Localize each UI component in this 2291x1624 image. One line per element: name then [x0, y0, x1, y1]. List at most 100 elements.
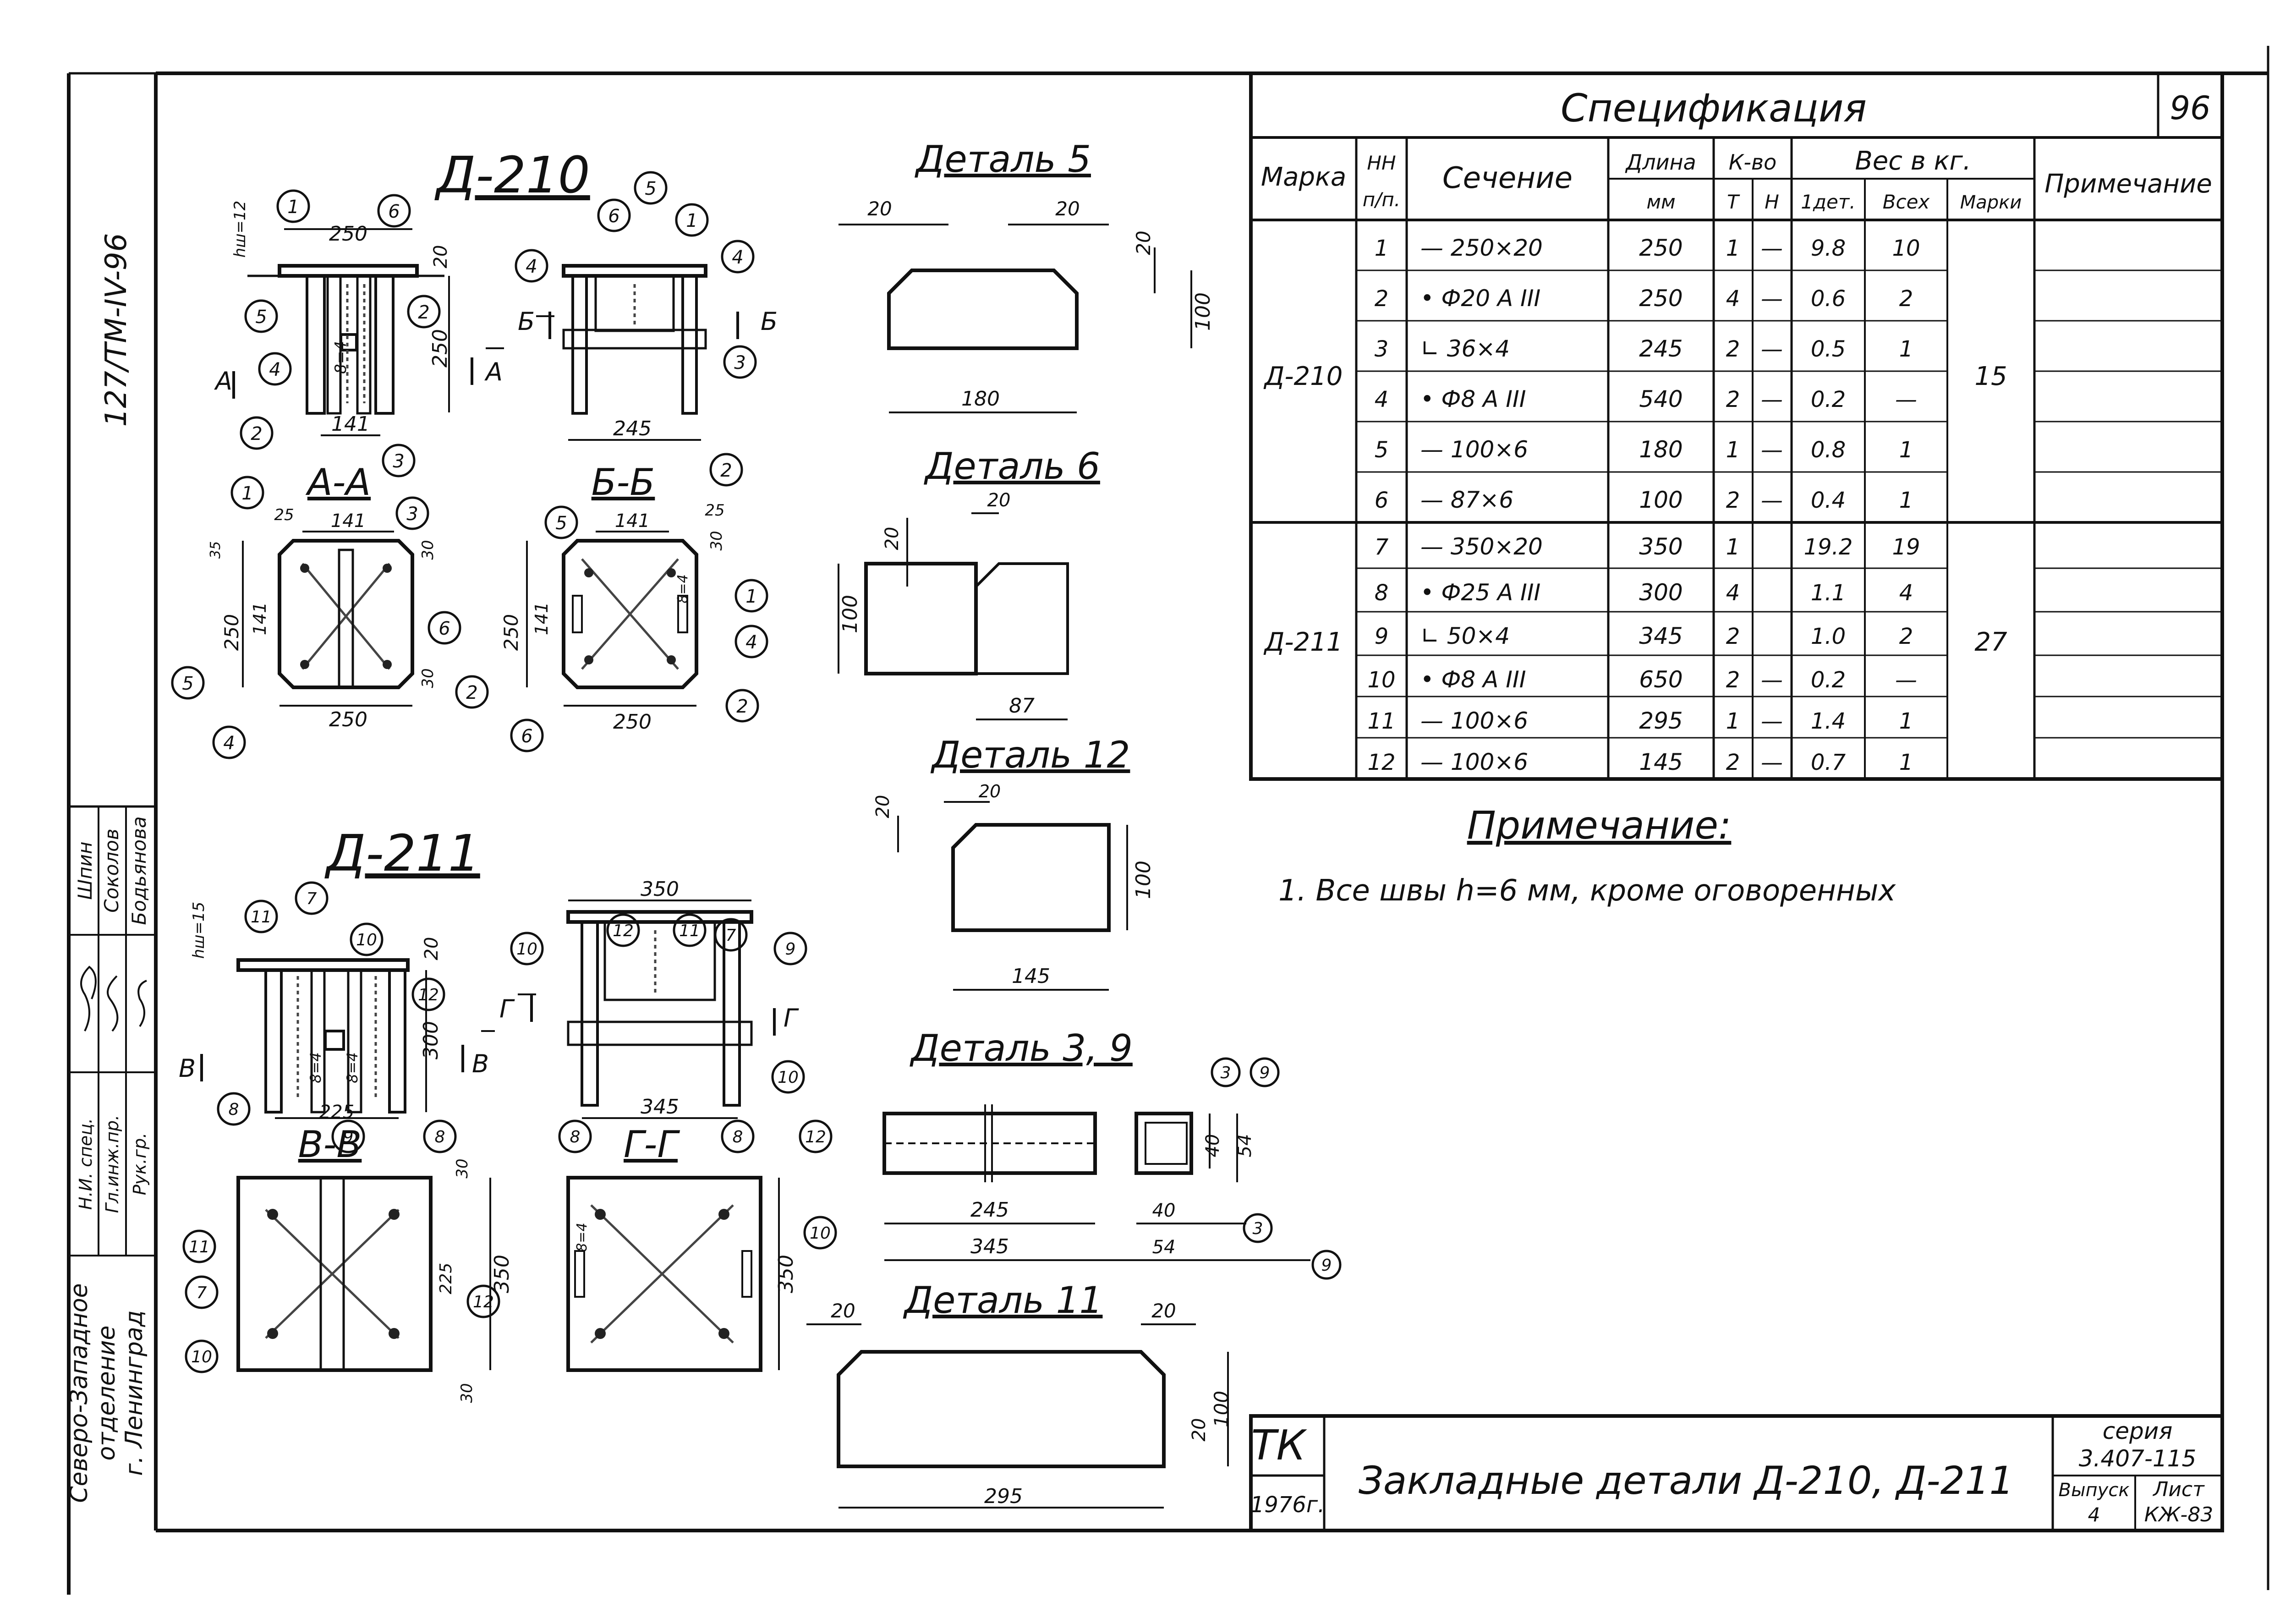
- callout-9: 9: [1260, 1064, 1270, 1082]
- spec-cell-all: 1: [1899, 750, 1913, 775]
- spec-cell-all: —: [1895, 387, 1917, 412]
- callout-4: 4: [526, 256, 537, 277]
- d211-dim-8a: 8=4: [307, 1052, 324, 1083]
- d210-dim-hw: hш=12: [231, 201, 249, 258]
- tb-series: 3.407-115: [2079, 1445, 2197, 1472]
- callout-8: 8: [435, 1128, 445, 1147]
- spec-cell-length: 540: [1639, 386, 1683, 412]
- spec-cell-n: 7: [1375, 534, 1389, 560]
- side-name-3: Бодьянова: [128, 816, 150, 925]
- spec-cell-h: —: [1761, 286, 1783, 312]
- tb-issue-label: Выпуск: [2059, 1480, 2130, 1501]
- spec-cell-t: 4: [1726, 580, 1740, 606]
- detail-11: Деталь 11: [806, 1279, 1229, 1509]
- spec-cell-length: 350: [1639, 533, 1683, 560]
- spec-cell-n: 2: [1375, 286, 1389, 312]
- d211-section-gg: [566, 1176, 780, 1372]
- d210-dim-250-top: 250: [329, 222, 367, 246]
- spec-row-lines: [1356, 269, 2222, 739]
- spec-cell-all: 2: [1899, 286, 1913, 312]
- d210-side-view: [562, 264, 707, 441]
- spec-cell-n: 11: [1367, 708, 1395, 734]
- hdr-w-all: Всех: [1883, 191, 1930, 213]
- spec-cell-all: 1: [1899, 488, 1913, 513]
- callout-1: 1: [686, 210, 697, 231]
- callout-12: 12: [613, 922, 634, 940]
- d211-arrow-v-left: В: [179, 1054, 196, 1083]
- callout-4: 4: [269, 359, 280, 380]
- spec-cell-all: 2: [1899, 624, 1913, 649]
- d210-title: Д-210: [434, 146, 590, 204]
- spec-cell-length: 300: [1639, 579, 1683, 606]
- spec-cell-section: • Ф20 А III: [1420, 285, 1540, 312]
- d211-section-arrows: [200, 993, 776, 1081]
- tb-year: 1976г.: [1250, 1492, 1325, 1518]
- callout-11: 11: [251, 908, 272, 927]
- callout-6: 6: [608, 206, 619, 227]
- title-block: [1249, 1414, 2224, 1532]
- spec-cell-one: 0.4: [1811, 488, 1846, 513]
- hdr-qty-n: Н: [1765, 191, 1779, 213]
- callout-5: 5: [555, 513, 567, 534]
- note-block: Примечание: 1. Все швы h=6 мм, кроме ого…: [1278, 803, 1896, 908]
- d211-vv-dim-350: 350: [490, 1255, 514, 1293]
- hdr-num-bottom: п/п.: [1363, 188, 1400, 211]
- detail-5-dim-20a: 20: [867, 198, 892, 220]
- d211-section-vv: [236, 1176, 491, 1372]
- side-name-1: Шпин: [74, 841, 96, 900]
- drawing-d211: Д-211 20 300 225 hш=15 8=4 8=4: [179, 824, 837, 1403]
- d210-aa-dim-141v: 141: [250, 602, 270, 636]
- detail-6-dim-100: 100: [839, 595, 862, 633]
- spec-cell-h: —: [1761, 236, 1783, 261]
- spec-cell-one: 1.0: [1811, 624, 1846, 649]
- spec-cell-section: — 87×6: [1420, 487, 1513, 513]
- spec-cell-all: 19: [1892, 534, 1920, 560]
- spec-mark: Д-210: [1263, 362, 1343, 391]
- spec-cell-n: 3: [1375, 336, 1389, 362]
- callout-2: 2: [466, 682, 477, 703]
- d211-dim-hw: hш=15: [190, 902, 208, 959]
- d211-dim-350: 350: [641, 878, 679, 901]
- d211-dim-8b: 8=4: [344, 1052, 361, 1083]
- callout-4: 4: [745, 632, 757, 653]
- d210-section-aa-title: А-А: [305, 461, 371, 504]
- spec-cell-section: — 100×6: [1420, 749, 1528, 775]
- d211-arrow-g-left: Г: [499, 994, 515, 1023]
- d210-dim-245: 245: [613, 417, 652, 440]
- d210-dim-250-side: 250: [428, 329, 452, 368]
- detail-5: Деталь 5: [839, 138, 1192, 413]
- spec-cell-length: 145: [1639, 749, 1683, 775]
- callout-2: 2: [251, 423, 262, 444]
- tb-org: ТК: [1251, 1421, 1308, 1470]
- d211-dim-300: 300: [419, 1021, 443, 1059]
- callout-4: 4: [732, 247, 743, 268]
- callout-9: 9: [785, 940, 796, 959]
- d211-vv-dim-30a: 30: [453, 1158, 471, 1178]
- hdr-weight: Вес в кг.: [1855, 146, 1971, 176]
- spec-cell-h: —: [1761, 708, 1783, 734]
- side-org-line3: г. Ленинград: [121, 1310, 148, 1476]
- d211-callouts: [182, 881, 837, 1373]
- callout-3: 3: [393, 451, 404, 472]
- hdr-qty: К-во: [1729, 150, 1777, 175]
- callout-3: 3: [734, 352, 745, 373]
- spec-cell-n: 9: [1375, 624, 1389, 649]
- callout-8: 8: [229, 1100, 239, 1119]
- detail-5-dim-100: 100: [1191, 292, 1215, 331]
- d211-title: Д-211: [324, 824, 480, 883]
- d210-aa-dim-25: 25: [274, 506, 294, 524]
- callout-10: 10: [516, 940, 537, 959]
- spec-cell-length: 180: [1639, 436, 1683, 463]
- spec-cell-section: ∟ 36×4: [1420, 335, 1510, 362]
- detail-5-dim-20c: 20: [1132, 230, 1155, 255]
- d210-section-bb: [526, 531, 698, 707]
- spec-cell-section: • Ф8 А III: [1420, 666, 1526, 693]
- callout-5: 5: [255, 307, 267, 328]
- signature-3: [137, 980, 147, 1027]
- hdr-length-bottom: мм: [1646, 191, 1675, 213]
- tb-issue: 4: [2088, 1503, 2100, 1526]
- d210-bb-dim-8: 8=4: [675, 574, 691, 603]
- spec-cell-n: 12: [1367, 750, 1395, 775]
- spec-cell-h: —: [1761, 437, 1783, 463]
